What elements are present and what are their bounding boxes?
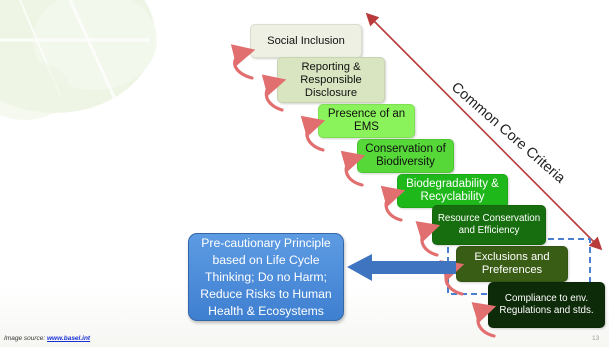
step-compliance-regulations: Compliance to env. Regulations and stds. xyxy=(488,282,605,328)
image-source-caption: Image source: www.basel.int xyxy=(4,335,90,342)
step-reporting-disclosure: Reporting & Responsible Disclosure xyxy=(277,57,385,103)
image-source-label: Image source: xyxy=(4,335,47,342)
image-source-link[interactable]: www.basel.int xyxy=(47,335,91,342)
step-biodegradability-recyclability: Biodegradability & Recyclability xyxy=(397,174,508,208)
page-number: 13 xyxy=(592,335,600,342)
step-resource-conservation: Resource Conservation and Efficiency xyxy=(432,205,546,245)
precautionary-principle-box: Pre-cautionary Principle based on Life C… xyxy=(188,233,344,321)
step-conservation-biodiversity: Conservation of Biodiversity xyxy=(357,139,454,173)
step-social-inclusion: Social Inclusion xyxy=(250,24,362,58)
step-exclusions-preferences: Exclusions and Preferences xyxy=(456,246,568,282)
step-presence-of-ems: Presence of an EMS xyxy=(318,104,415,138)
